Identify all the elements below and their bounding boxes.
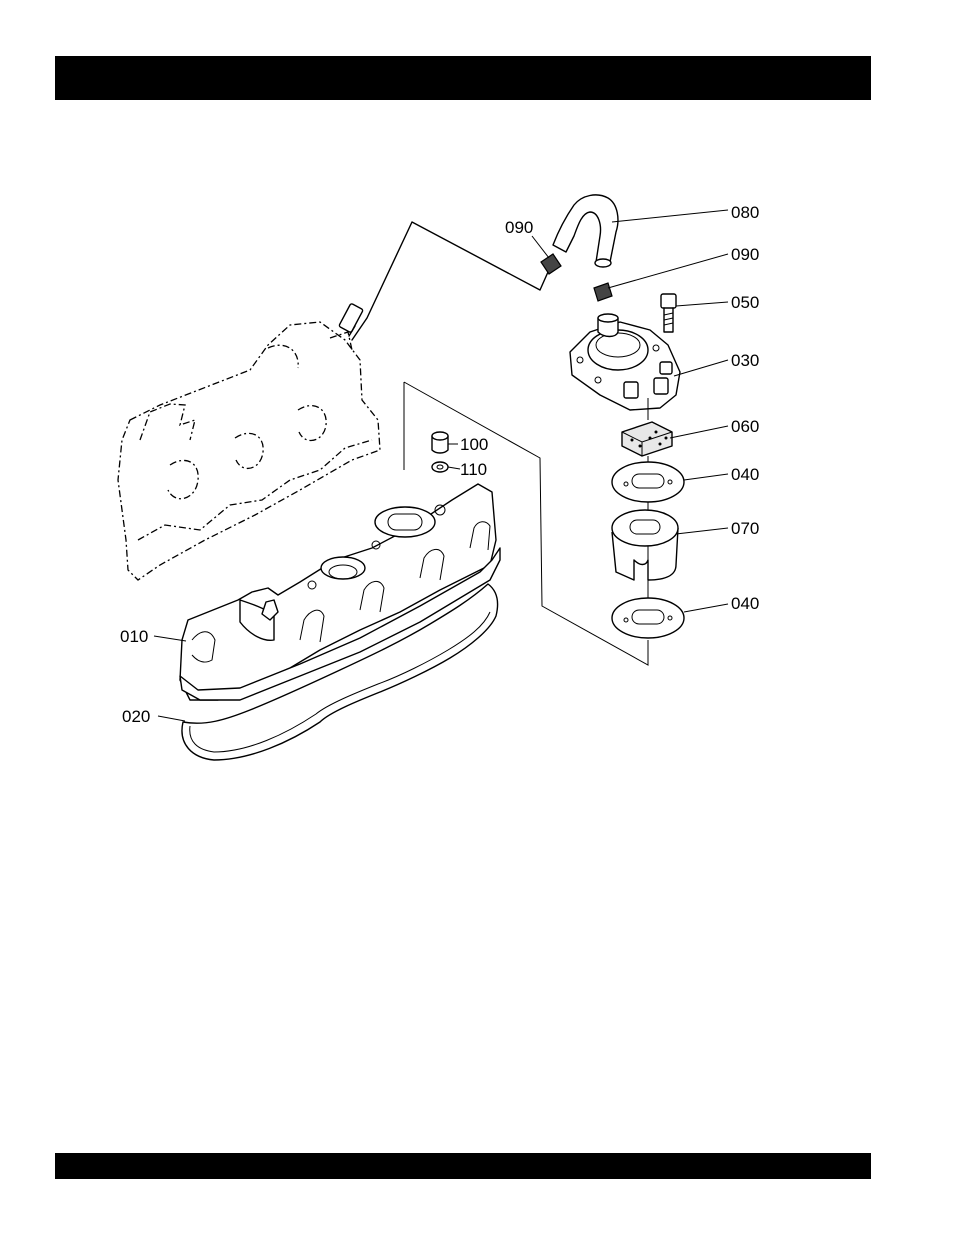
head-cover-010 — [180, 484, 500, 700]
footer-bar — [55, 1153, 871, 1179]
filter-element-060 — [622, 422, 672, 456]
hose-clamp-090-left — [541, 254, 561, 274]
washer-110 — [432, 462, 448, 472]
breather-pipe — [339, 222, 548, 340]
callout-010: 010 — [120, 627, 148, 646]
gasket-040-lower — [612, 598, 684, 638]
callout-100: 100 — [460, 435, 488, 454]
hose-clamp-090-right — [594, 283, 612, 301]
callout-030: 030 — [731, 351, 759, 370]
hose-080 — [553, 195, 618, 267]
exhaust-manifold-phantom — [118, 322, 380, 580]
callout-040-upper: 040 — [731, 465, 759, 484]
callout-080: 080 — [731, 203, 759, 222]
callout-020: 020 — [122, 707, 150, 726]
callout-070: 070 — [731, 519, 759, 538]
callout-110: 110 — [460, 460, 487, 479]
callout-090-left: 090 — [505, 218, 533, 237]
callout-050: 050 — [731, 293, 759, 312]
cap-100 — [432, 432, 448, 453]
callout-060: 060 — [731, 417, 759, 436]
baffle-plate-070 — [612, 510, 678, 580]
gasket-040-upper — [612, 462, 684, 502]
bolt-050 — [661, 294, 676, 332]
callout-090-right: 090 — [731, 245, 759, 264]
callout-040-lower: 040 — [731, 594, 759, 613]
